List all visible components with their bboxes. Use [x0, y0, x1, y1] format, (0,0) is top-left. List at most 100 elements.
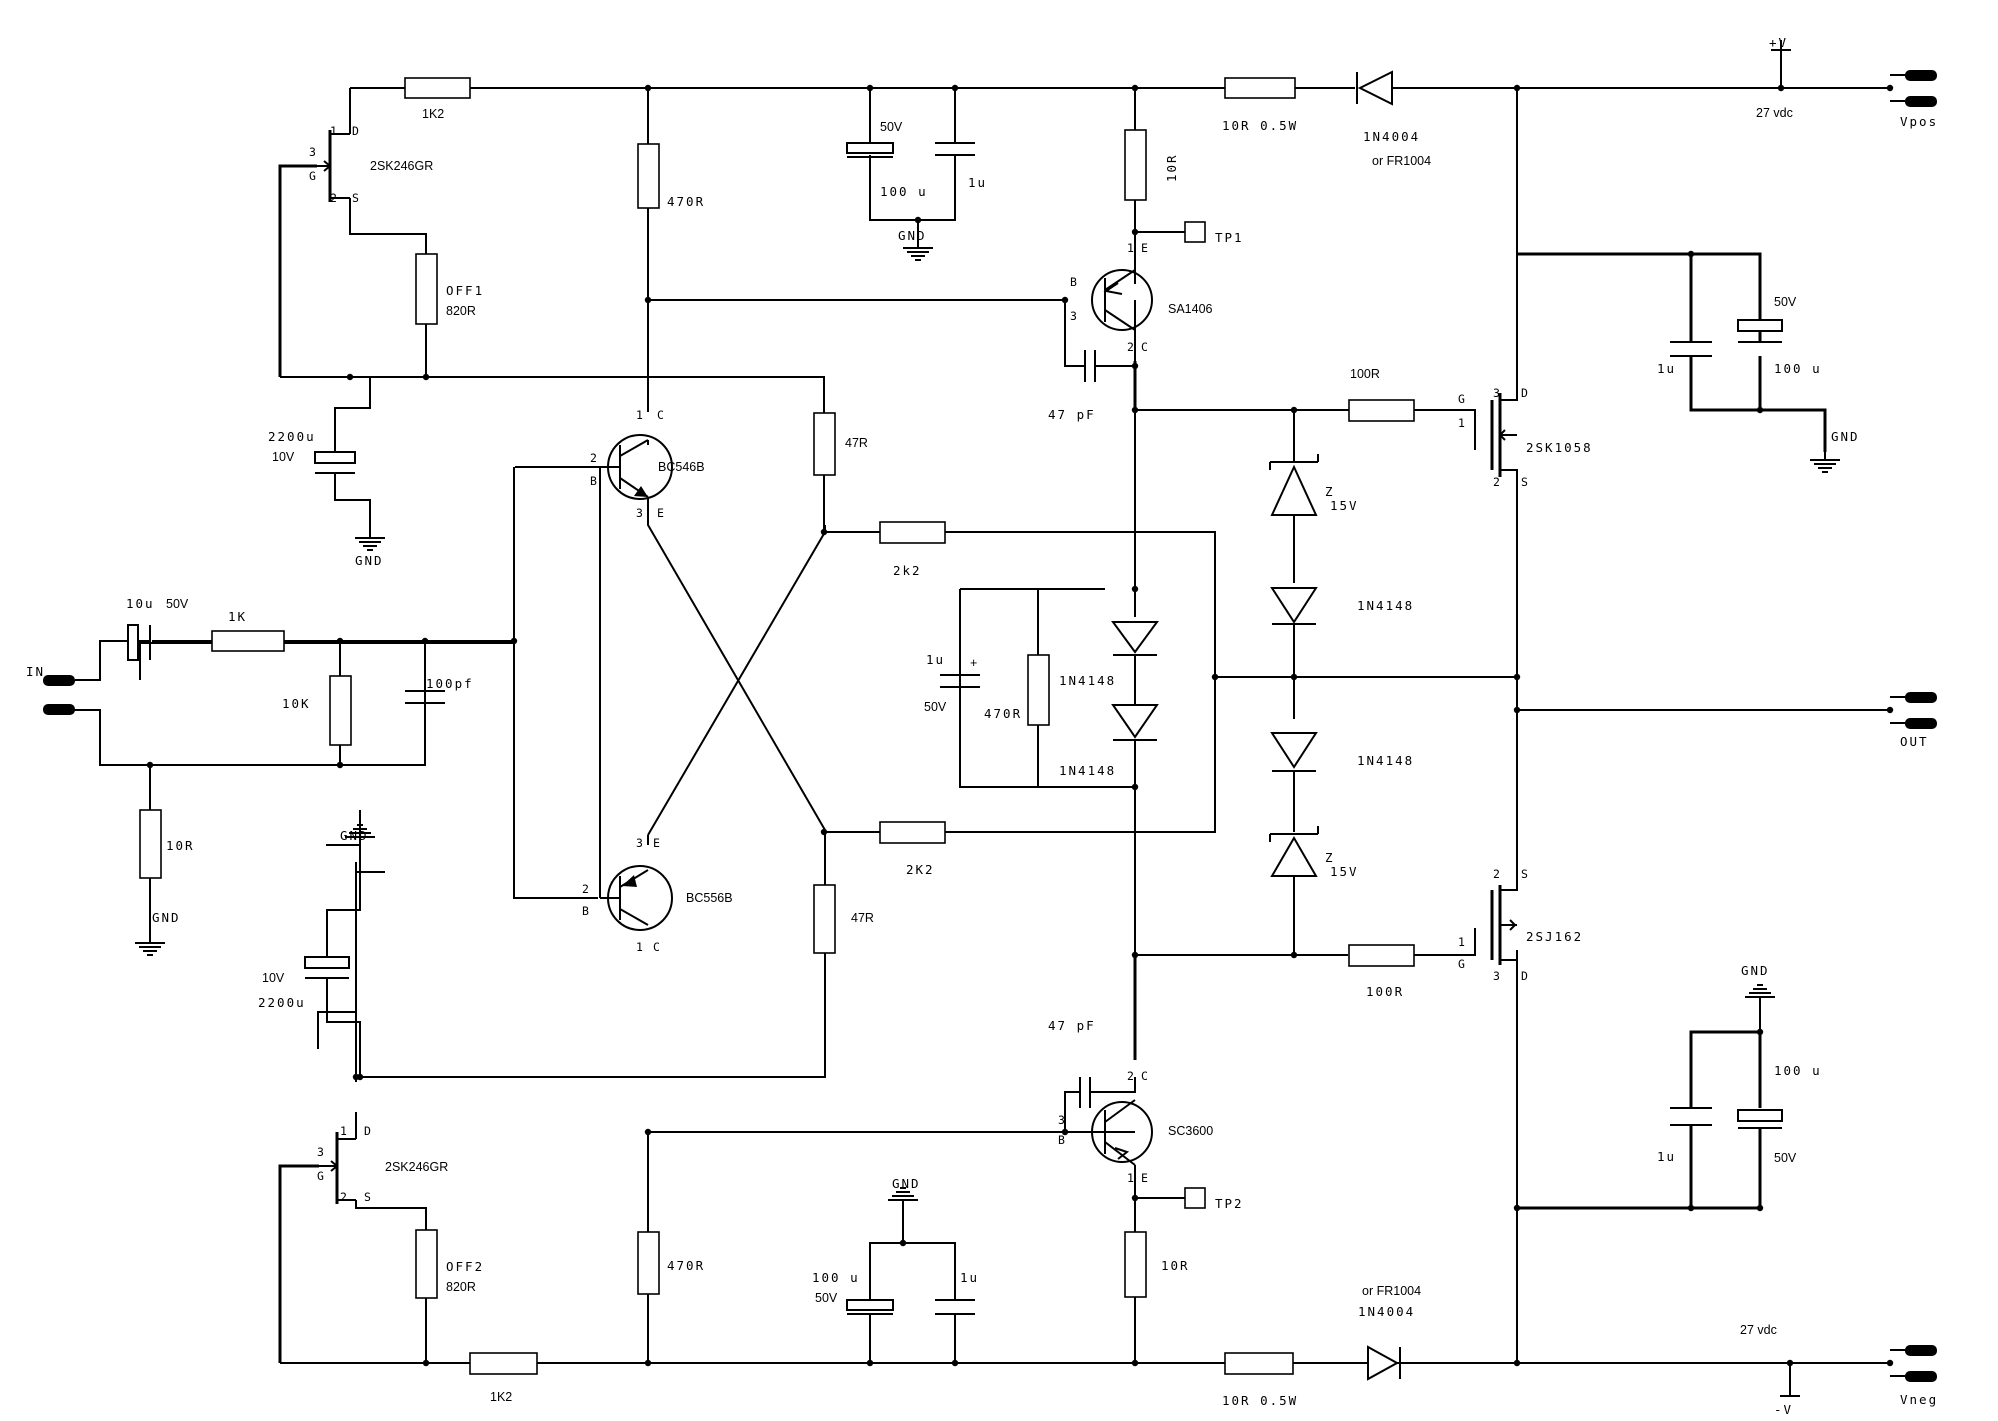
- pin-letter: B: [582, 904, 589, 918]
- capacitor-100u-bottom: [846, 1299, 894, 1315]
- resistor-10r-top: [1124, 129, 1147, 201]
- label-zener-15v-top: 15V: [1330, 498, 1359, 513]
- label-gnd-right-top: GND: [1831, 429, 1860, 444]
- pin-letter: D: [1521, 386, 1528, 400]
- pin-letter: D: [1521, 969, 1528, 983]
- label-50v-input: 50V: [166, 597, 189, 611]
- capacitor-100u-right-bottom: [1737, 1109, 1783, 1129]
- pin-number: 2: [1493, 867, 1500, 881]
- capacitor-100u-right-top: [1737, 319, 1783, 343]
- pin-number: 1: [330, 124, 337, 138]
- label-1n4148-bias-1: 1N4148: [1059, 673, 1116, 688]
- pin-letter: C: [1141, 340, 1148, 354]
- resistor-1k2-top: [404, 77, 471, 99]
- diode-1n4004-top: [1356, 70, 1393, 106]
- label-sc3600: SC3600: [1168, 1124, 1213, 1138]
- label-cap-50v-right-bottom: 50V: [1774, 1151, 1797, 1165]
- label-10k: 10K: [282, 696, 311, 711]
- resistor-470r-bottom: [637, 1231, 660, 1295]
- resistor-2k2-top: [879, 521, 946, 544]
- label-vneg: Vneg: [1900, 1392, 1938, 1407]
- label-2k2-top: 2k2: [893, 563, 922, 578]
- label-1n4004-top: 1N4004: [1363, 129, 1420, 144]
- pin-letter: C: [653, 940, 660, 954]
- pin-number: 1: [1127, 241, 1134, 255]
- resistor-470r-top: [637, 143, 660, 209]
- label-2sk1058: 2SK1058: [1526, 440, 1593, 455]
- label-in: IN: [26, 664, 45, 679]
- label-47r-top: 47R: [845, 436, 868, 450]
- capacitor-1u-top: [935, 142, 975, 156]
- capacitor-2200u-bottom: [304, 890, 361, 1077]
- mosfet-2sk1058: [1490, 393, 1518, 493]
- resistor-10k: [329, 675, 352, 746]
- label-10r-05w-top: 10R 0.5W: [1222, 118, 1298, 133]
- capacitor-10u-input: [127, 624, 151, 661]
- resistor-10r-bottom: [1124, 1231, 1147, 1298]
- test-points: [1135, 221, 1206, 1209]
- label-gnd-right-bottom: GND: [1741, 963, 1770, 978]
- label-2200u-top: 2200u: [268, 429, 316, 444]
- pin-number: 2: [330, 191, 337, 205]
- resistor-1k-input: [211, 630, 285, 652]
- zener-15v-top: [1269, 454, 1319, 516]
- diode-1n4148-right-1: [1270, 587, 1318, 625]
- label-bc546b: BC546B: [658, 460, 705, 474]
- resistor-2k2-bottom: [879, 821, 946, 844]
- label-27vdc-top: 27 vdc: [1756, 106, 1793, 120]
- pin-number: 2: [1127, 1069, 1134, 1083]
- pin-letter: S: [364, 1190, 371, 1204]
- zener-15v-bottom: [1269, 826, 1319, 877]
- pin-number: 1: [1458, 935, 1465, 949]
- pin-letter: S: [1521, 475, 1528, 489]
- label-10r-input: 10R: [166, 838, 195, 853]
- pin-letter: E: [1141, 1171, 1148, 1185]
- pin-number: 3: [309, 145, 316, 159]
- resistors: [139, 77, 1415, 1375]
- transistor-bc556b: [600, 865, 673, 931]
- pin-number: 3: [636, 506, 643, 520]
- label-off2: OFF2: [446, 1259, 484, 1274]
- capacitors: [127, 142, 1783, 1315]
- label-zener-15v-bottom: 15V: [1330, 864, 1359, 879]
- pin-number: 3: [1493, 969, 1500, 983]
- pin-number: 1: [1127, 1171, 1134, 1185]
- resistor-820r-bottom: [415, 1229, 438, 1299]
- capacitor-1u-bottom: [935, 1299, 975, 1315]
- mosfet-2sj162: [1490, 855, 1518, 965]
- label-sa1406: SA1406: [1168, 302, 1213, 316]
- pin-letter: E: [653, 836, 660, 850]
- pin-letter: G: [317, 1169, 324, 1183]
- label-gnd-input: GND: [152, 910, 181, 925]
- diode-1n4148-bias-2: [1111, 704, 1159, 741]
- label-cap-1u-right-top: 1u: [1657, 361, 1676, 376]
- capacitor-2200u-top: [314, 451, 356, 474]
- resistor-470r-bias: [1027, 654, 1050, 726]
- pin-letter: E: [1141, 241, 1148, 255]
- ground-icon: [887, 1187, 919, 1209]
- label-cap-50v-bias: 50V: [924, 700, 947, 714]
- pin-number: 3: [1058, 1113, 1065, 1127]
- transistor-sa1406: [1091, 269, 1153, 331]
- capacitor-1u-right-bottom: [1670, 1107, 1712, 1126]
- resistor-820r-top: [415, 253, 438, 325]
- junctions: [146, 84, 1894, 1367]
- label-1n4148-bias-2: 1N4148: [1059, 763, 1116, 778]
- label-10r-05w-bottom: 10R 0.5W: [1222, 1393, 1298, 1408]
- label-1n4148-right-1: 1N4148: [1357, 598, 1414, 613]
- transistor-bc546b: [600, 434, 673, 500]
- text-labels: 1K2 2SK246GR OFF1 820R 470R 50V 100 u 1u…: [26, 35, 1938, 1417]
- pin-letter: C: [1141, 1069, 1148, 1083]
- label-10r-bottom: 10R: [1161, 1258, 1190, 1273]
- label-cap-100u-right-bottom: 100 u: [1774, 1063, 1822, 1078]
- resistor-100r-bottom: [1348, 944, 1415, 967]
- transistor-sc3600: [1091, 1099, 1153, 1166]
- pin-number: 3: [317, 1145, 324, 1159]
- resistor-1k2-bottom: [469, 1352, 538, 1375]
- pin-letter: S: [352, 191, 359, 205]
- label-1n4148-right-2: 1N4148: [1357, 753, 1414, 768]
- label-27vdc-bottom: 27 vdc: [1740, 1323, 1777, 1337]
- label-gnd-left-top: GND: [355, 553, 384, 568]
- pin-number: 2: [1493, 475, 1500, 489]
- label-cap-50v-right-top: 50V: [1774, 295, 1797, 309]
